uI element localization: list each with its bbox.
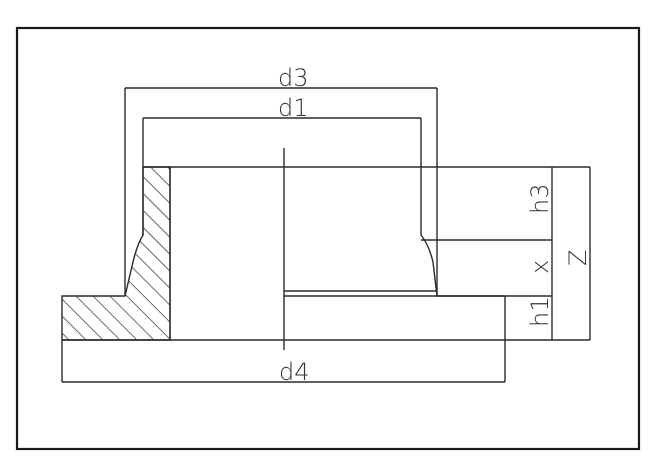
hatched-section-left: [61, 166, 171, 341]
label-z: Z: [564, 250, 592, 266]
label-d1: d1: [278, 94, 309, 122]
dimension-d3: [124, 87, 438, 296]
dimension-heights: [421, 167, 591, 340]
label-h3: h3: [526, 184, 554, 214]
label-d4: d4: [279, 358, 310, 386]
drawing-frame: [15, 26, 641, 451]
label-h1: h1: [526, 297, 554, 327]
body-outline: [61, 166, 590, 382]
dimension-d1: [142, 117, 422, 235]
label-x: x: [526, 260, 554, 274]
label-d3: d3: [278, 64, 309, 92]
